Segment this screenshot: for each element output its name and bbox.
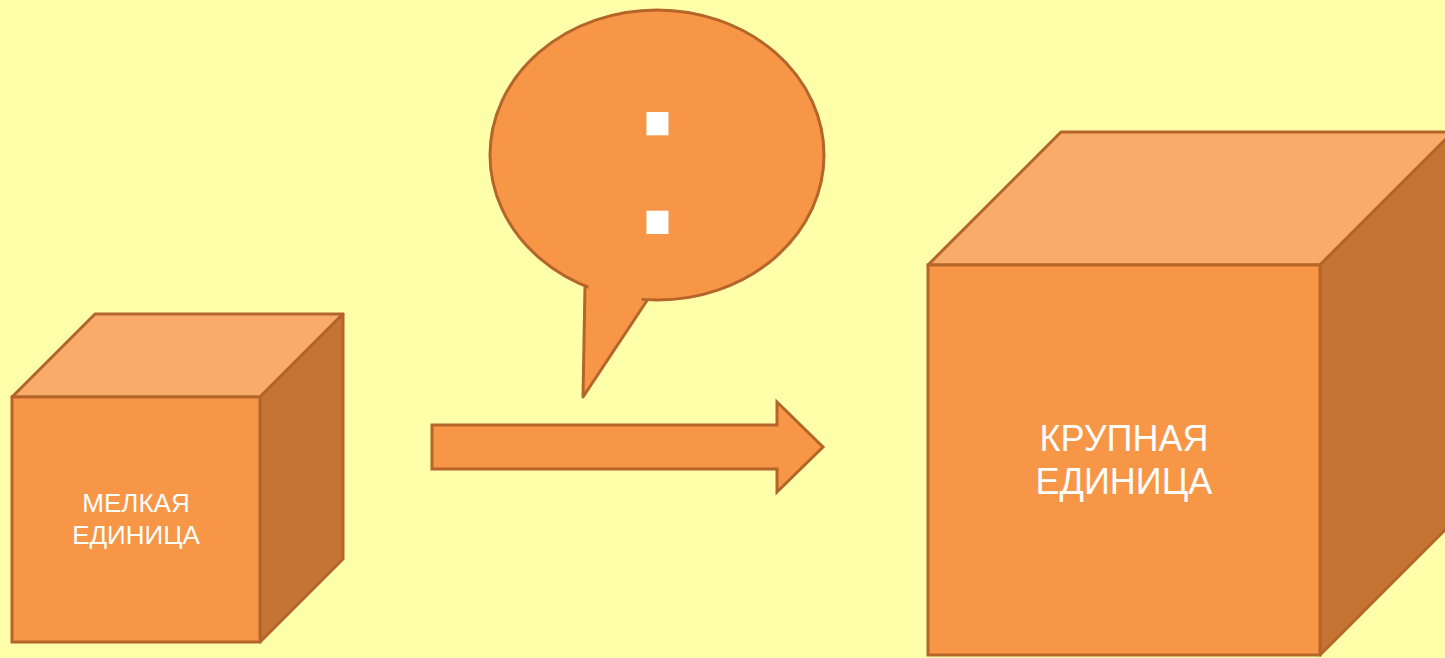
unit-label: МЕЛКАЯ ЕДИНИЦА [36, 488, 236, 550]
small-cube: МЕЛКАЯ ЕДИНИЦА [12, 313, 343, 642]
text-area: : [490, 10, 825, 300]
large-cube: КРУПНАЯ ЕДИНИЦА [928, 132, 1443, 655]
cube-shape [12, 313, 343, 642]
block-arrow [432, 402, 823, 492]
division-sign: : [626, 40, 690, 270]
text-area: КРУПНАЯ ЕДИНИЦА [928, 265, 1320, 655]
cube-shape [928, 132, 1443, 655]
text-area: МЕЛКАЯ ЕДИНИЦА [12, 397, 260, 642]
unit-label: КРУПНАЯ ЕДИНИЦА [979, 417, 1269, 503]
speech-bubble: : [490, 10, 825, 300]
